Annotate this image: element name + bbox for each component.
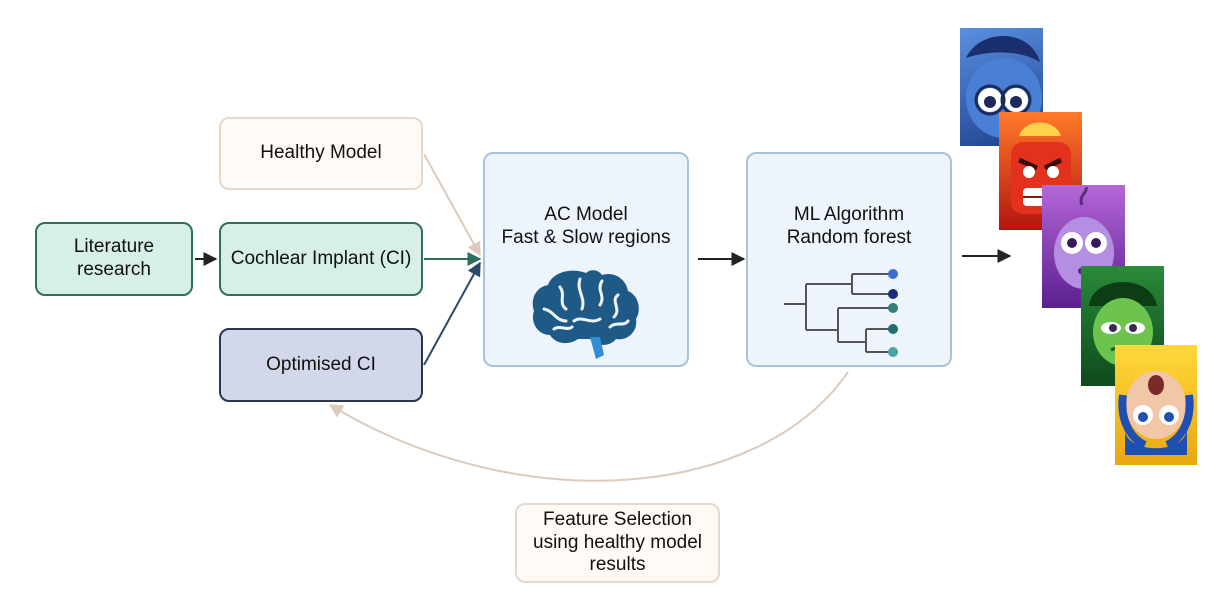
decision-tree-icon (784, 269, 898, 357)
literature-line-2: research (77, 259, 151, 280)
healthy-model-box: Healthy Model (219, 117, 423, 190)
arrow-optimised-to-ac (423, 261, 481, 366)
optimised-label: Optimised CI (266, 353, 376, 375)
ac-line-1: AC Model (544, 204, 628, 225)
arrow-feedback-loop (328, 371, 849, 482)
feature-line-2: using healthy model (533, 531, 702, 553)
literature-line-1: Literature (73, 236, 155, 258)
healthy-label: Healthy Model (260, 142, 382, 164)
feature-selection-box: Feature Selection using healthy model re… (515, 503, 720, 583)
brain-icon (532, 270, 639, 359)
feature-line-1: Feature Selection (543, 508, 692, 530)
arrow-healthy-to-ac (423, 153, 481, 257)
tree-leaf (888, 269, 898, 279)
joy-poster (1115, 345, 1197, 465)
tree-leaf (888, 289, 898, 299)
ml-line-1: ML Algorithm (793, 204, 905, 225)
tree-leaf (888, 324, 898, 334)
ml-algorithm-box: ML Algorithm Random forest (746, 152, 952, 367)
tree-leaf (888, 303, 898, 313)
ml-line-2: Random forest (786, 226, 912, 248)
feature-line-3: results (589, 554, 646, 576)
optimised-ci-box: Optimised CI (219, 328, 423, 402)
ac-line-2: Fast & Slow regions (501, 226, 671, 248)
cochlear-implant-box: Cochlear Implant (CI) (219, 222, 423, 296)
ci-label: Cochlear Implant (CI) (230, 247, 412, 269)
tree-leaf (888, 347, 898, 357)
